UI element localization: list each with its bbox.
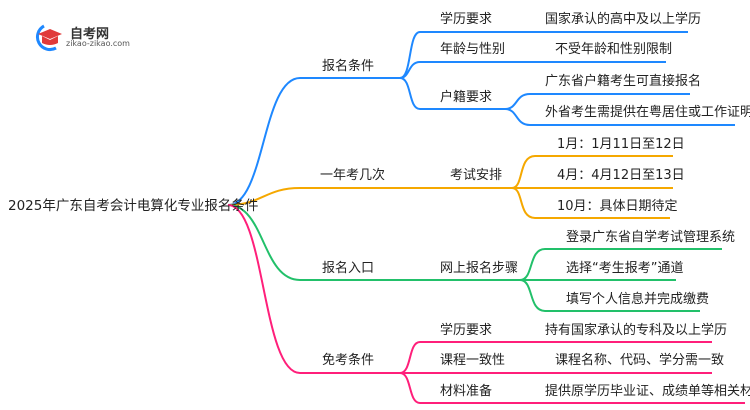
sub-node: 学历要求 [440, 323, 493, 338]
root-node: 2025年广东自考会计电算化专业报名条件 [8, 198, 259, 214]
connector [399, 341, 712, 374]
graduation-cap-icon [35, 24, 62, 52]
sub-node: 网上报名步骤 [440, 261, 519, 276]
leaf-node: 课程名称、代码、学分需一致 [555, 353, 725, 368]
connector [504, 108, 735, 126]
sub-node: 课程一致性 [440, 353, 506, 368]
connector [399, 77, 505, 110]
leaf-node: 选择“考生报考”通道 [566, 261, 684, 276]
connector [399, 61, 666, 79]
sub-node: 户籍要求 [440, 90, 493, 105]
connector [227, 77, 400, 206]
logo-name: 自考网 [70, 27, 110, 42]
leaf-node: 填写个人信息并完成缴费 [566, 292, 710, 307]
logo-url: zikao-zikao.com [66, 39, 130, 48]
connector [227, 187, 512, 206]
branch-node: 一年考几次 [320, 168, 386, 183]
leaf-node: 1月：1月11日至12日 [557, 137, 685, 152]
leaf-node: 广东省户籍考生可直接报名 [545, 74, 702, 89]
branch-node: 免考条件 [322, 353, 375, 368]
leaf-node: 登录广东省自学考试管理系统 [566, 230, 736, 245]
branch-node: 报名入口 [322, 261, 375, 276]
connector [519, 248, 722, 281]
leaf-node: 国家承认的高中及以上学历 [545, 12, 702, 27]
connector [227, 204, 400, 374]
sub-node: 考试安排 [450, 168, 503, 183]
logo: 自考网 zikao-zikao.com [30, 22, 140, 52]
connector [511, 155, 673, 189]
leaf-node: 4月：4月12日至13日 [557, 168, 685, 183]
connector [511, 187, 670, 219]
leaf-node: 提供原学历毕业证、成绩单等相关材料 [545, 384, 750, 399]
leaf-node: 持有国家承认的专科及以上学历 [545, 323, 728, 338]
sub-node: 材料准备 [440, 384, 493, 399]
sub-node: 学历要求 [440, 12, 493, 27]
leaf-node: 不受年龄和性别限制 [555, 42, 673, 57]
leaf-node: 10月：具体日期待定 [557, 199, 678, 214]
connector [519, 279, 700, 312]
sub-node: 年龄与性别 [440, 42, 506, 57]
connector [227, 204, 520, 281]
connector [399, 372, 745, 404]
branch-node: 报名条件 [322, 59, 375, 74]
leaf-node: 外省考生需提供在粤居住或工作证明 [545, 105, 750, 120]
